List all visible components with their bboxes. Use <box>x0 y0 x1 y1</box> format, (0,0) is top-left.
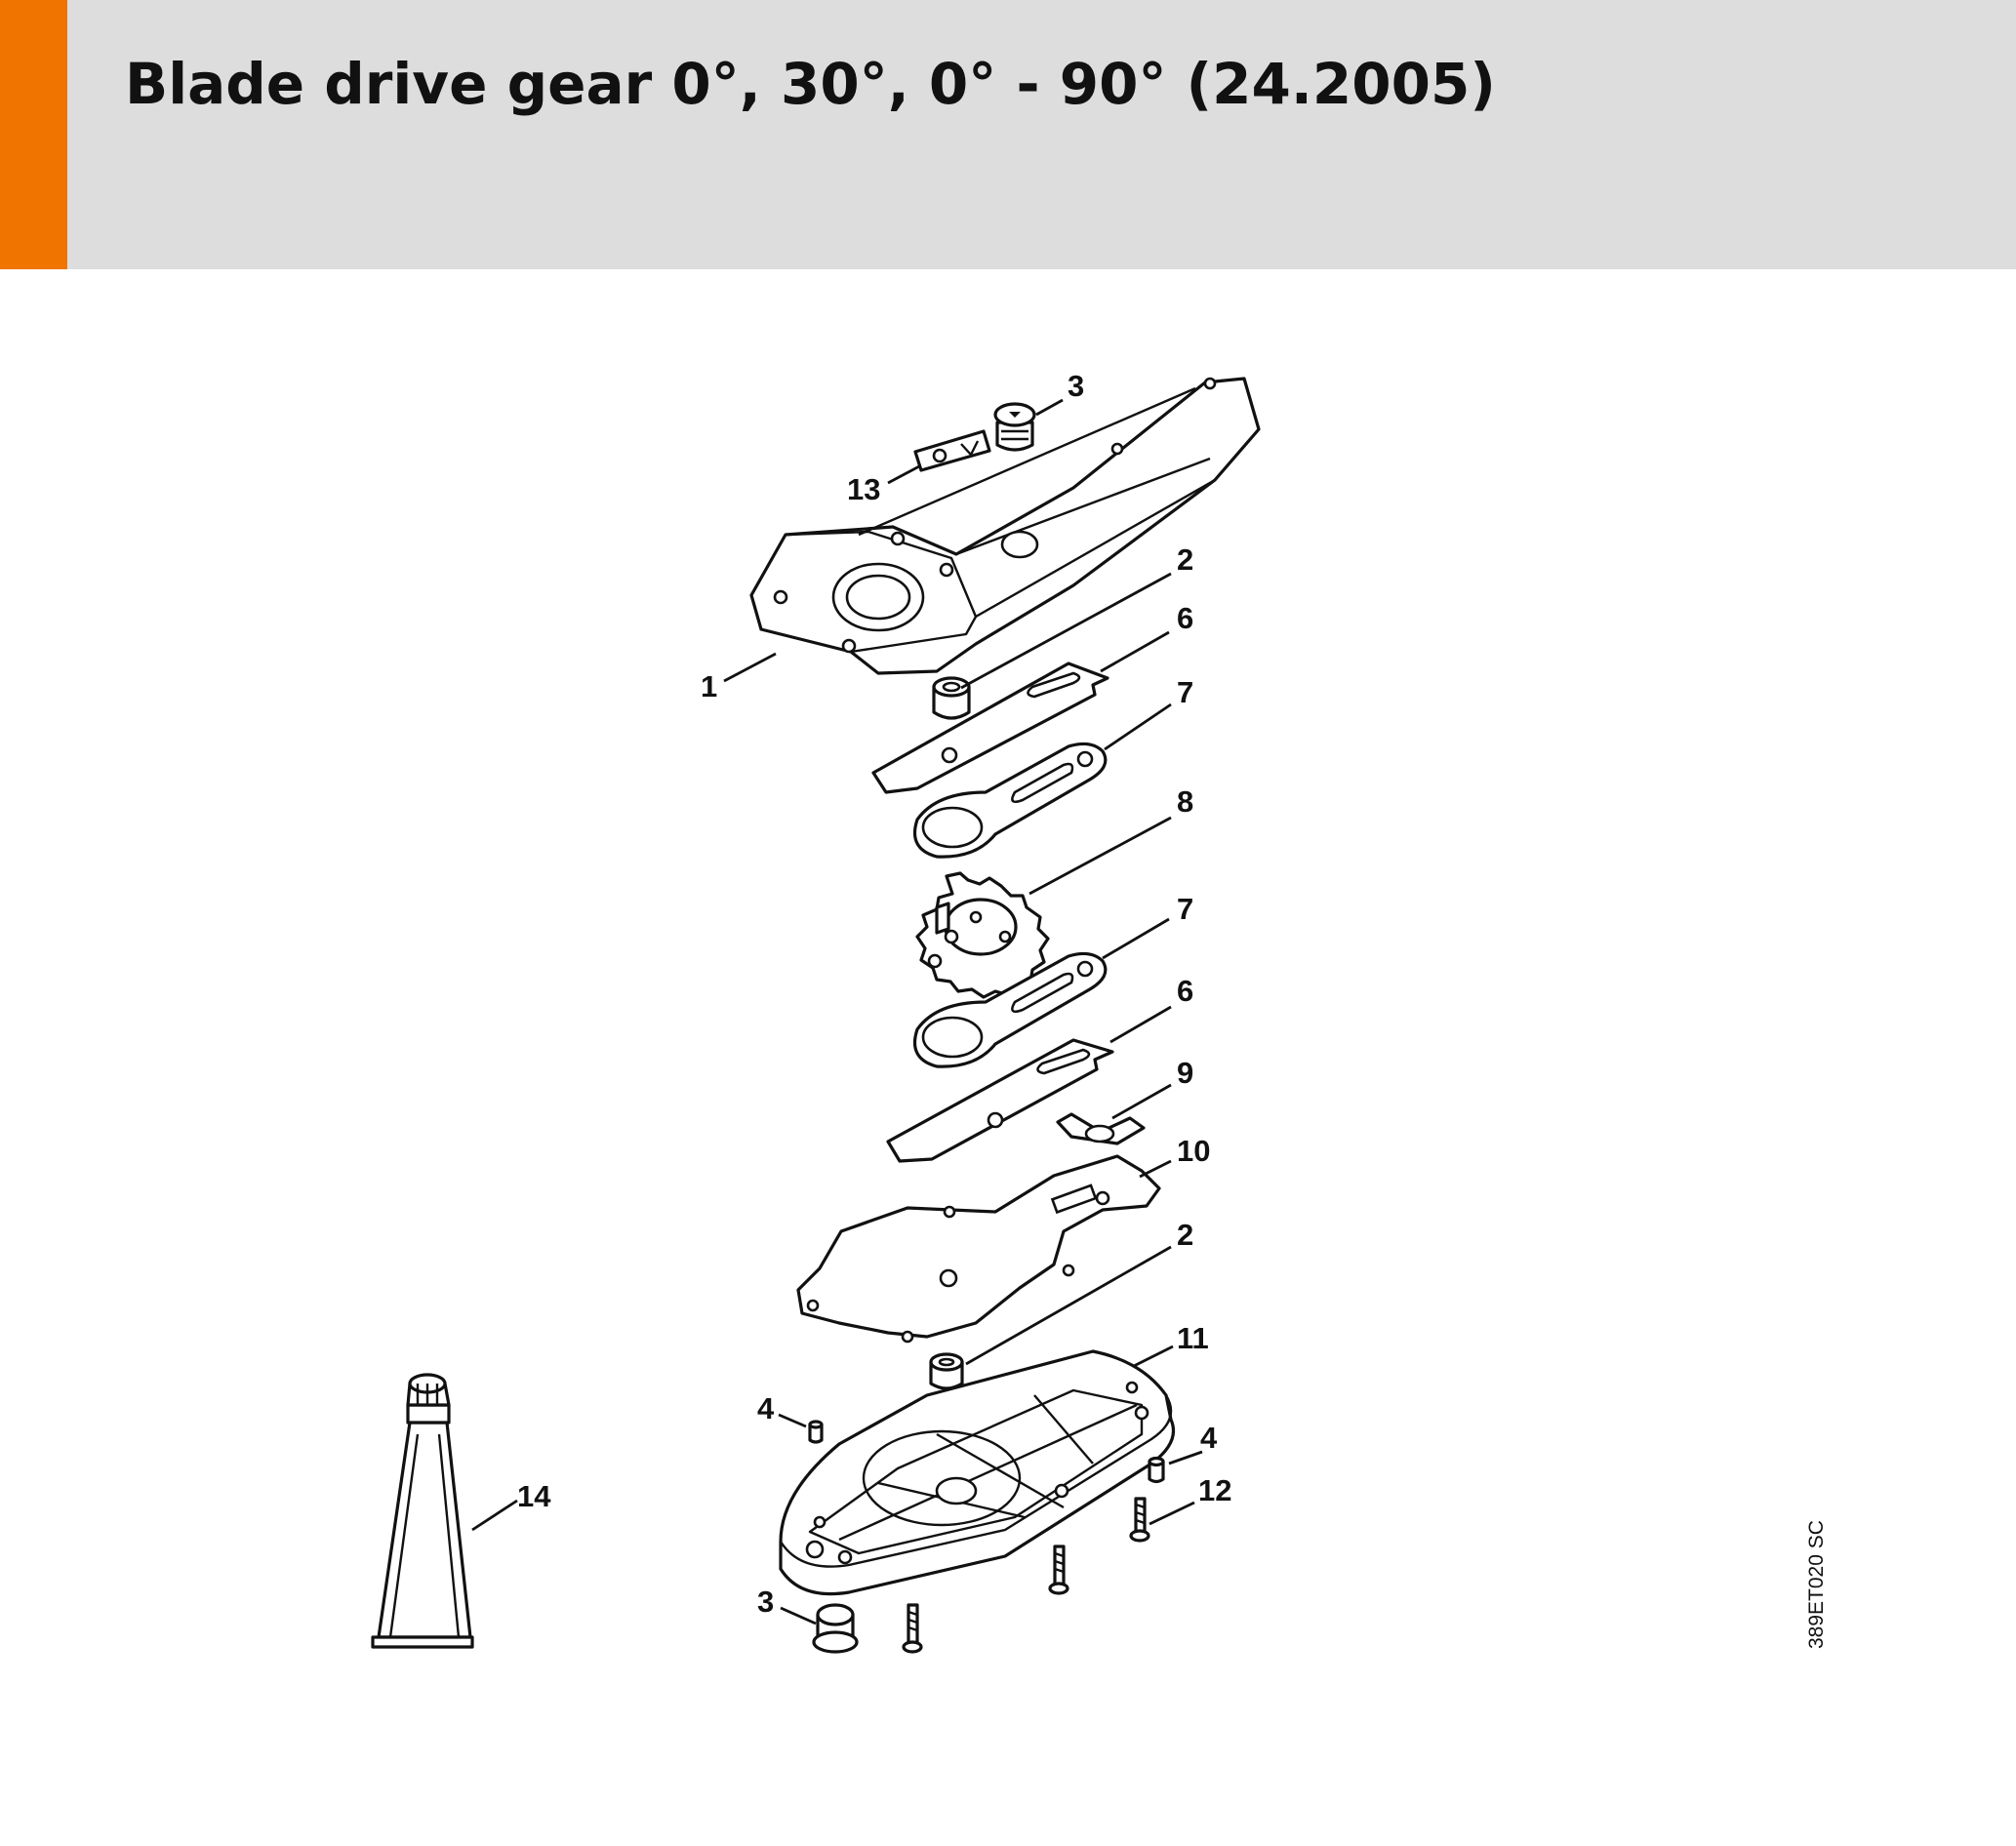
grease-tube-part-14[interactable] <box>371 1373 474 1649</box>
screw-plug-part-3-bottom[interactable] <box>812 1603 859 1654</box>
callout-4-right: 4 <box>1200 1421 1218 1455</box>
page-title: Blade drive gear 0°, 30°, 0° - 90° (24.2… <box>125 51 1496 117</box>
gear-wheel-part-8[interactable] <box>915 871 1050 999</box>
sleeve-part-2-bottom[interactable] <box>929 1352 964 1390</box>
callout-11: 11 <box>1177 1321 1209 1355</box>
callout-13: 13 <box>847 472 880 506</box>
gasket-part-10[interactable] <box>796 1154 1161 1344</box>
callout-3-bottom: 3 <box>757 1585 774 1619</box>
dowel-pin-part-4-left[interactable] <box>808 1420 824 1444</box>
slider-plate-part-6-bottom[interactable] <box>886 1038 1114 1163</box>
callout-6-top: 6 <box>1177 601 1193 635</box>
screw-plug-part-3-top[interactable] <box>993 402 1036 452</box>
callout-1: 1 <box>701 669 717 703</box>
orange-accent-bar <box>0 0 67 269</box>
label-part-13[interactable] <box>913 429 991 472</box>
gear-housing-cover-part-11[interactable] <box>779 1349 1176 1596</box>
screw-part-12-left[interactable] <box>902 1603 923 1654</box>
callout-4-left: 4 <box>757 1391 775 1425</box>
gear-housing-part-1[interactable] <box>749 377 1261 675</box>
leader-lines <box>471 398 1203 1625</box>
page-header: Blade drive gear 0°, 30°, 0° - 90° (24.2… <box>0 0 2016 269</box>
callout-9: 9 <box>1177 1056 1193 1090</box>
screw-part-12-right[interactable] <box>1129 1497 1150 1543</box>
drawing-code: 389ET020 SC <box>1805 1520 1828 1649</box>
callout-8: 8 <box>1177 784 1193 819</box>
callout-7-top: 7 <box>1177 675 1193 709</box>
dowel-pin-part-4-right[interactable] <box>1148 1456 1165 1484</box>
screw-part-12-middle[interactable] <box>1048 1545 1069 1595</box>
callout-14: 14 <box>517 1479 551 1513</box>
callout-3-top: 3 <box>1068 369 1084 403</box>
callout-2-bottom: 2 <box>1177 1218 1193 1252</box>
callout-6-bottom: 6 <box>1177 974 1193 1008</box>
callout-10: 10 <box>1177 1134 1210 1168</box>
callout-7-bottom: 7 <box>1177 892 1193 926</box>
callout-labels: 3 13 2 1 6 7 8 7 6 9 10 2 11 4 4 12 14 3 <box>517 369 1231 1619</box>
connecting-rod-part-7-top[interactable] <box>912 742 1108 859</box>
callout-12: 12 <box>1198 1473 1231 1507</box>
slider-plate-part-6-top[interactable] <box>871 662 1109 794</box>
clip-part-9[interactable] <box>1056 1112 1146 1145</box>
callout-2-top: 2 <box>1177 542 1193 577</box>
sleeve-part-2-top[interactable] <box>932 676 971 720</box>
connecting-rod-part-7-bottom[interactable] <box>912 951 1108 1068</box>
